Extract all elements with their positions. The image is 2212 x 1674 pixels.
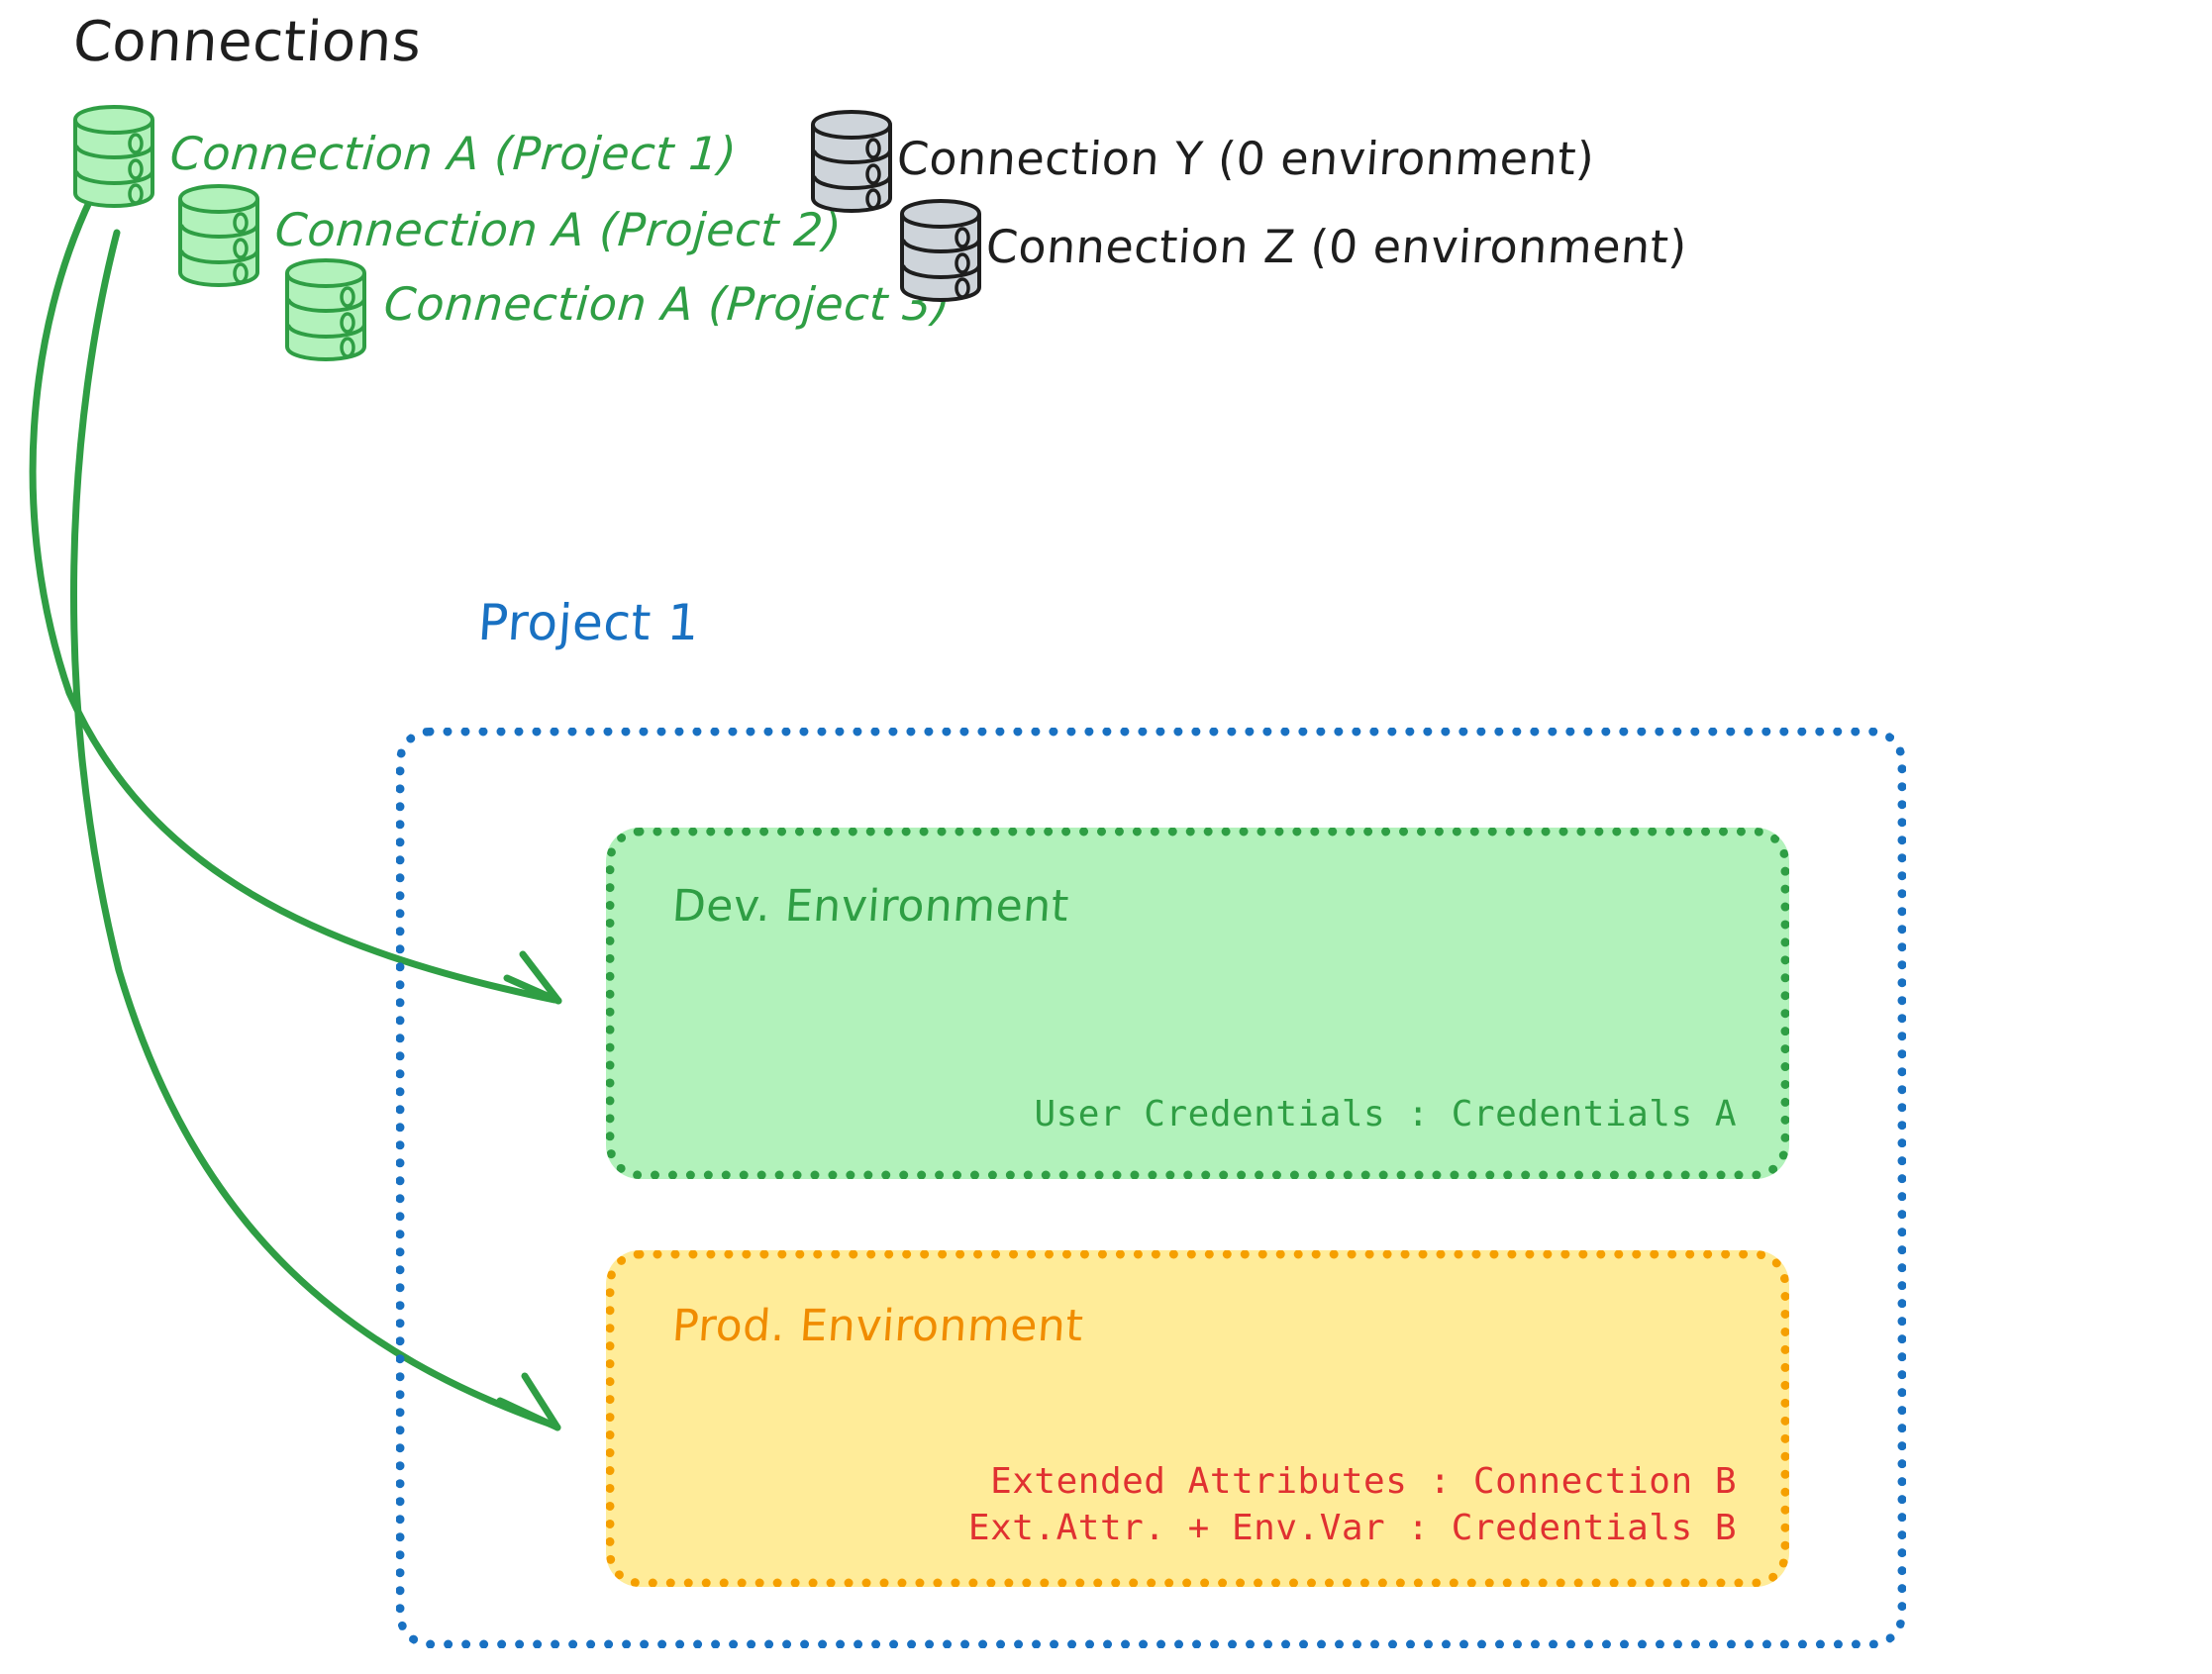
project-label: Project 1	[475, 594, 702, 651]
environment-box-prod: Prod. Environment Extended Attributes : …	[606, 1250, 1789, 1587]
environment-entry-dev-0: User Credentials : Credentials A	[1034, 1094, 1737, 1134]
page-title: Connections	[70, 10, 424, 74]
database-cylinder-icon	[178, 184, 259, 287]
connection-label-green-3: Connection A (Project 3)	[382, 277, 953, 331]
environment-entries-prod: Extended Attributes : Connection B Ext.A…	[968, 1459, 1737, 1552]
environment-entry-prod-0: Extended Attributes : Connection B	[990, 1461, 1737, 1503]
database-cylinder-icon	[811, 110, 892, 213]
connection-label-green-2: Connection A (Project 2)	[273, 203, 844, 256]
environment-title-dev: Dev. Environment	[670, 881, 1071, 932]
database-cylinder-icon	[285, 258, 366, 361]
project-container	[396, 728, 1906, 1648]
environment-entry-prod-1: Ext.Attr. + Env.Var : Credentials B	[967, 1508, 1737, 1549]
environment-title-prod: Prod. Environment	[670, 1301, 1085, 1351]
connection-label-green-1: Connection A (Project 1)	[168, 127, 739, 180]
connection-label-gray-1: Connection Y (0 environment)	[895, 132, 1597, 185]
database-cylinder-icon	[73, 105, 154, 208]
database-cylinder-icon	[900, 199, 981, 302]
connection-label-gray-2: Connection Z (0 environment)	[984, 220, 1689, 273]
environment-box-dev: Dev. Environment User Credentials : Cred…	[606, 828, 1789, 1179]
